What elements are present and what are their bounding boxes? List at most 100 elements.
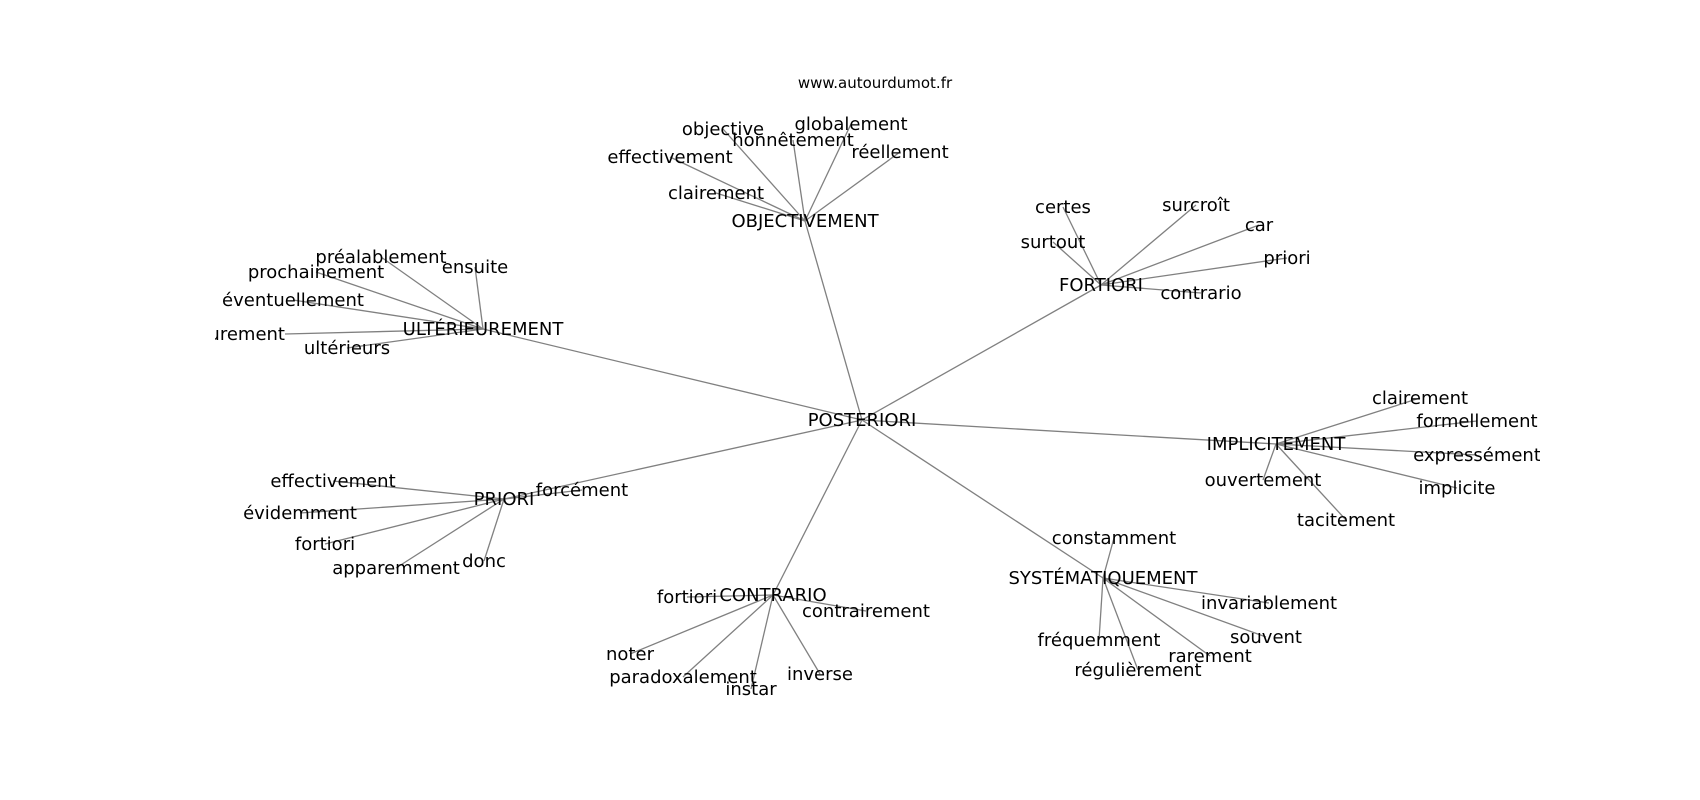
node-label-for-surcroit: surcroît: [1162, 195, 1230, 216]
node-label-obj-globalement: globalement: [794, 114, 907, 135]
edge-posteriori-implicitement: [861, 419, 1277, 445]
edge-contrario-con_instar: [750, 594, 774, 690]
node-label-pri-forcement: forcément: [536, 480, 628, 501]
edge-objectivement-obj_honnetement: [792, 139, 806, 222]
node-label-imp-ouvertement: ouvertement: [1205, 470, 1322, 491]
node-label-obj-reellement: réellement: [851, 142, 948, 163]
node-label-objectivement: OBJECTIVEMENT: [731, 211, 879, 232]
node-label-sys-regulierement: régulièrement: [1074, 660, 1201, 681]
node-label-ult-prochainement: prochainement: [248, 262, 384, 283]
edge-fortiori-for_certes: [1062, 206, 1102, 286]
edge-priori-pri_apparemment: [395, 498, 505, 569]
edge-systematiquement-sys_souvent: [1102, 577, 1267, 638]
node-label-ult-ensuite: ensuite: [442, 257, 508, 278]
watermark: www.autourdumot.fr: [798, 74, 953, 92]
edge-fortiori-for_surcroit: [1100, 204, 1197, 286]
edge-posteriori-ulterieurement: [482, 328, 863, 421]
edge-systematiquement-sys_frequemment: [1098, 577, 1104, 641]
node-label-imp-formellement: formellement: [1416, 411, 1537, 432]
edge-ulterieurement-ult_eventuellement: [292, 299, 484, 330]
node-label-for-priori: priori: [1263, 248, 1310, 269]
edge-ulterieurement-ult_prochainement: [315, 271, 484, 330]
edge-fortiori-for_priori: [1100, 257, 1288, 286]
node-label-imp-expressement: expressément: [1413, 445, 1541, 466]
node-label-con-paradoxalement: paradoxalement: [609, 667, 757, 688]
node-label-implicitement: IMPLICITEMENT: [1207, 434, 1347, 455]
node-label-obj-honnetement: honnêtement: [732, 130, 854, 151]
edge-ulterieurement-ult_posterieurement: [284, 328, 484, 335]
node-label-posteriori: POSTERIORI: [808, 410, 917, 431]
node-label-sys-constamment: constamment: [1052, 528, 1176, 549]
node-label-con-inverse: inverse: [787, 664, 853, 685]
edge-systematiquement-sys_invariablement: [1102, 577, 1270, 604]
node-label-con-contrairement: contrairement: [802, 601, 930, 622]
edge-ulterieurement-ult_prealablement: [380, 256, 484, 330]
edge-posteriori-priori: [503, 419, 863, 500]
node-label-for-car: car: [1245, 215, 1274, 236]
edge-systematiquement-sys_constamment: [1102, 537, 1115, 579]
edge-implicitement-imp_tacitement: [1275, 443, 1347, 521]
node-label-pri-evidemment: évidemment: [243, 503, 357, 524]
node-label-pri-effectivement: effectivement: [270, 471, 395, 492]
edge-contrario-con_paradoxalement: [682, 594, 774, 678]
edge-implicitement-imp_formellement: [1275, 420, 1478, 445]
edge-priori-pri_fortiori: [324, 498, 505, 545]
node-label-con-noter: noter: [606, 644, 655, 665]
node-label-sys-frequemment: fréquemment: [1038, 630, 1161, 651]
node-label-priori: PRIORI: [474, 489, 535, 510]
node-label-imp-tacitement: tacitement: [1297, 510, 1395, 531]
node-label-pri-fortiori: fortiori: [295, 534, 355, 555]
edge-contrario-con_contrairement: [772, 594, 867, 612]
edge-posteriori-systematiquement: [861, 419, 1104, 579]
edge-contrario-con_inverse: [772, 594, 821, 675]
node-label-ult-posterieurement: postérieurement: [135, 324, 285, 345]
edge-objectivement-obj_clairement: [715, 192, 806, 222]
node-label-con-instar: instar: [725, 679, 777, 700]
node-label-pri-apparemment: apparemment: [332, 558, 460, 579]
node-label-pri-donc: donc: [462, 551, 506, 572]
node-label-imp-clairement: clairement: [1372, 388, 1468, 409]
edge-contrario-con_fortiori: [686, 594, 774, 598]
edge-implicitement-imp_implicite: [1275, 443, 1458, 489]
node-label-systematiquement: SYSTÉMATIQUEMENT: [1008, 567, 1198, 589]
edge-objectivement-obj_globalement: [804, 123, 852, 222]
edge-implicitement-imp_clairement: [1275, 397, 1421, 445]
node-label-for-contrario: contrario: [1160, 283, 1241, 304]
edge-implicitement-imp_expressement: [1275, 443, 1478, 456]
node-label-imp-implicite: implicite: [1419, 478, 1496, 499]
edge-ulterieurement-ult_ensuite: [474, 266, 484, 330]
edge-systematiquement-sys_rarement: [1102, 577, 1211, 657]
edge-objectivement-obj_objective: [722, 128, 806, 222]
edge-objectivement-obj_effectivement: [669, 156, 806, 222]
edge-priori-pri_effectivement: [332, 480, 505, 500]
edge-ulterieurement-ult_ulterieurs: [346, 328, 484, 349]
edge-priori-pri_donc: [483, 498, 505, 562]
edge-objectivement-obj_reellement: [804, 151, 901, 222]
node-label-ulterieurement: ULTÉRIEUREMENT: [403, 318, 565, 340]
node-label-obj-objective: objective: [682, 119, 764, 140]
graph-plot-area: POSTERIORIOBJECTIVEMENTFORTIORIULTÉRIEUR…: [135, 114, 1541, 700]
node-label-sys-invariablement: invariablement: [1201, 593, 1337, 614]
edge-priori-pri_forcement: [503, 489, 583, 500]
edge-posteriori-contrario: [772, 419, 863, 596]
node-label-for-surtout: surtout: [1021, 232, 1086, 253]
edge-fortiori-for_car: [1100, 224, 1260, 286]
node-label-contrario: CONTRARIO: [719, 585, 826, 606]
edge-fortiori-for_contrario: [1100, 284, 1202, 294]
node-label-ult-ulterieurs: ultérieurs: [304, 338, 390, 359]
node-label-obj-clairement: clairement: [668, 183, 764, 204]
edge-posteriori-fortiori: [861, 284, 1102, 421]
node-label-sys-rarement: rarement: [1168, 646, 1252, 667]
node-label-con-fortiori: fortiori: [657, 587, 717, 608]
edge-priori-pri_evidemment: [299, 498, 505, 514]
node-label-sys-souvent: souvent: [1230, 627, 1302, 648]
edge-fortiori-for_surtout: [1052, 241, 1102, 286]
graph-edges: [284, 123, 1478, 690]
edge-contrario-con_noter: [629, 594, 774, 655]
edge-posteriori-objectivement: [804, 220, 863, 421]
node-label-ult-prealablement: préalablement: [315, 247, 446, 268]
node-label-for-certes: certes: [1035, 197, 1091, 218]
edge-systematiquement-sys_regulierement: [1102, 577, 1139, 671]
node-label-obj-effectivement: effectivement: [607, 147, 732, 168]
